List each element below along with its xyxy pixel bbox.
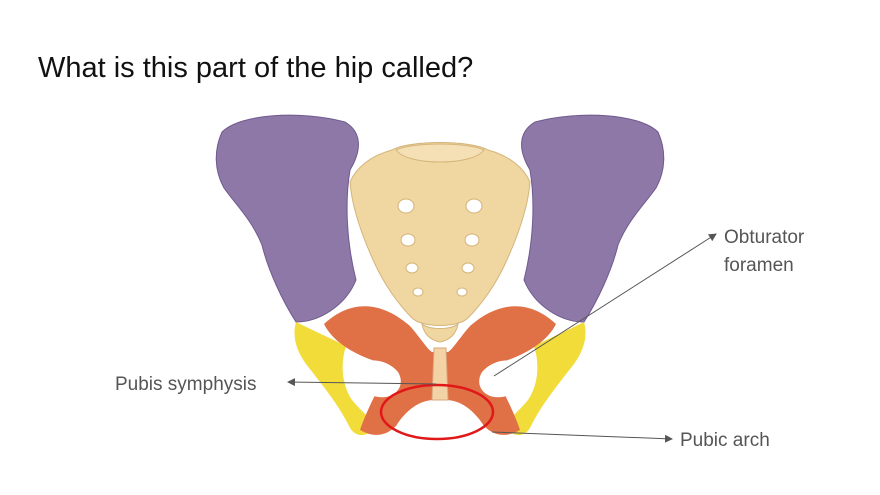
sacral-base	[395, 143, 485, 163]
right-obturator-foramen	[479, 360, 525, 398]
left-ischium	[294, 322, 378, 436]
pubic-arch-leader-line	[491, 431, 673, 443]
obturator-leader-line	[493, 233, 717, 377]
label-obturator-line1: Obturator	[724, 227, 805, 248]
sacrum	[349, 142, 531, 326]
sacral-foramina	[397, 198, 483, 297]
pubis-symphysis-leader-line	[287, 378, 437, 387]
left-ilium	[215, 114, 359, 323]
label-pubic-arch: Pubic arch	[680, 430, 770, 451]
left-obturator-foramen	[355, 360, 401, 398]
right-ischium	[502, 322, 586, 436]
label-obturator-line2: foramen	[724, 255, 794, 276]
pubic-arch-highlight	[379, 383, 495, 441]
right-ilium	[521, 114, 665, 323]
pubic-symphysis-cartilage	[431, 347, 449, 401]
label-pubis-symphysis: Pubis symphysis	[115, 374, 257, 395]
coccyx	[421, 322, 459, 343]
slide-title: What is this part of the hip called?	[38, 52, 474, 84]
